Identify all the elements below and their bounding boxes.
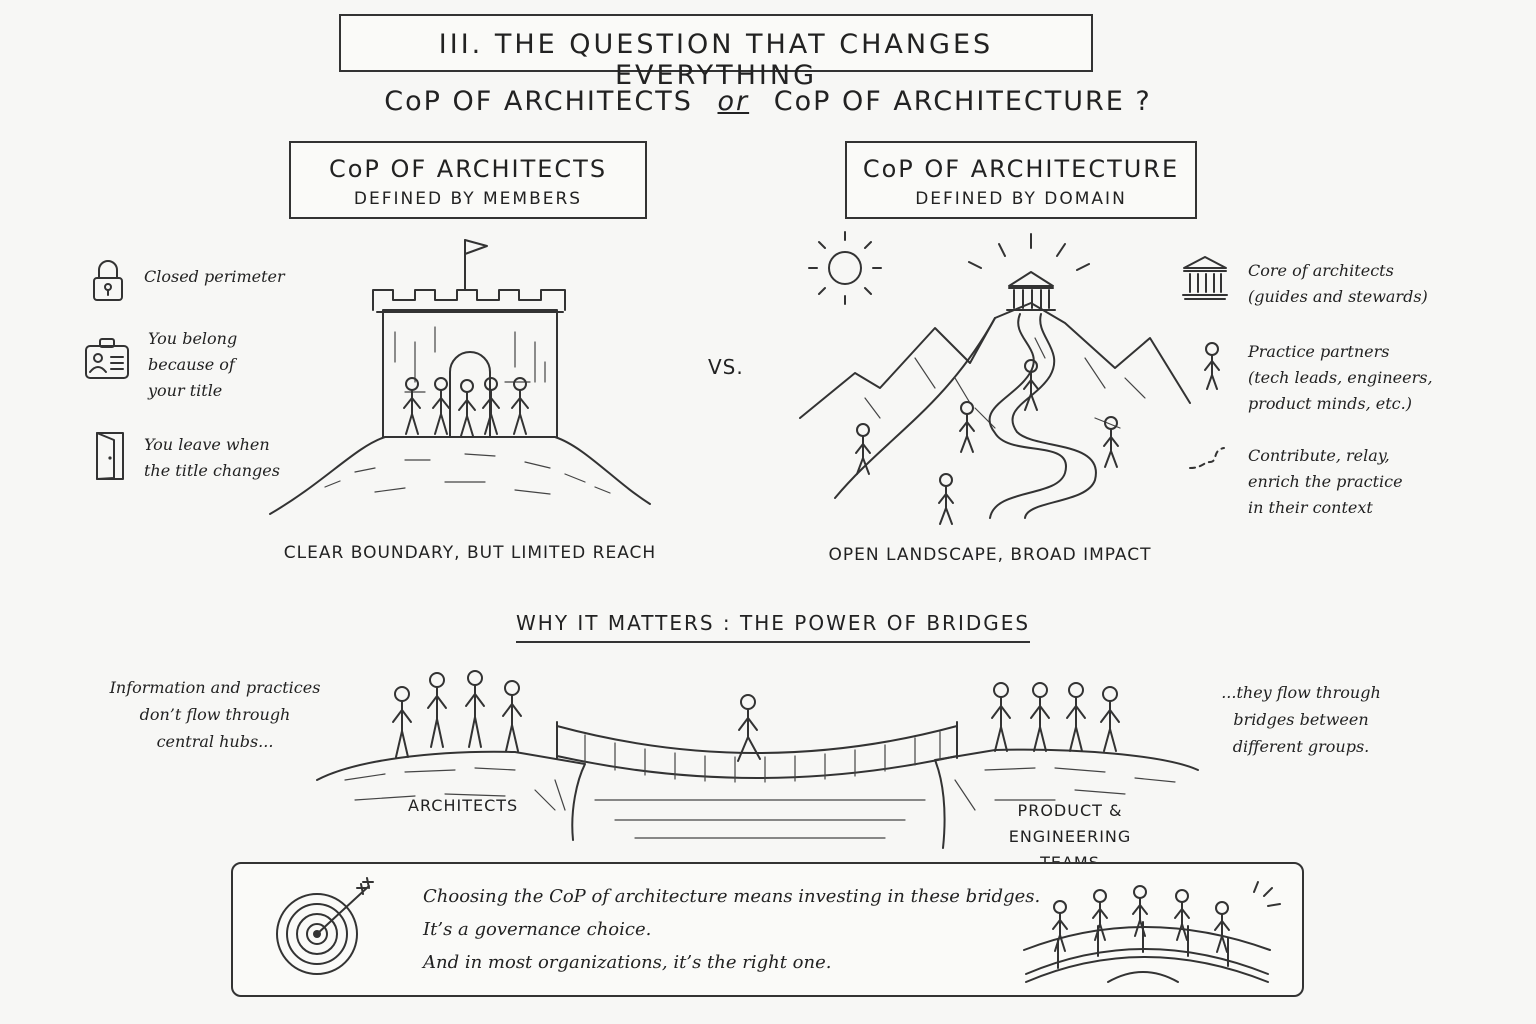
right-item-3-line-2: enrich the practice (1248, 472, 1403, 491)
bridges-left-label: ARCHITECTS (408, 796, 519, 815)
left-heading: CoP OF ARCHITECTS (328, 155, 608, 183)
right-item-2-line-3: product minds, etc.) (1248, 394, 1412, 413)
bridges-right-note-line-1: ...they flow through (1221, 683, 1381, 702)
conclusion-line-2: It’s a governance choice. (423, 919, 652, 940)
right-item-2: Practice partners (tech leads, engineers… (1248, 339, 1433, 417)
bridge-illustration (316, 670, 1199, 849)
bridges-right-note-line-2: bridges between (1233, 710, 1369, 729)
conclusion-box: Choosing the CoP of architecture means i… (231, 862, 1304, 997)
left-item-1-line-1: Closed perimeter (144, 267, 285, 286)
left-item-2-line-3: your title (148, 381, 223, 400)
right-item-1-line-1: Core of architects (1248, 261, 1394, 280)
bridges-left-note: Information and practices don’t flow thr… (100, 674, 330, 755)
right-heading: CoP OF ARCHITECTURE (862, 155, 1180, 183)
left-heading-box: CoP OF ARCHITECTS DEFINED BY MEMBERS (289, 141, 647, 219)
castle-illustration (269, 239, 651, 515)
lock-icon (93, 260, 123, 301)
left-item-2-line-1: You belong (148, 329, 238, 348)
id-badge-icon (85, 338, 129, 379)
bridges-right-note-line-3: different groups. (1232, 737, 1370, 756)
right-subheading: DEFINED BY DOMAIN (915, 189, 1127, 209)
small-bridge-illustration (1023, 881, 1281, 983)
right-caption: OPEN LANDSCAPE, BROAD IMPACT (828, 545, 1152, 565)
door-icon (96, 432, 124, 480)
conclusion-line-3: And in most organizations, it’s the righ… (423, 952, 832, 973)
right-item-1: Core of architects (guides and stewards) (1248, 258, 1428, 310)
right-item-3-line-3: in their context (1248, 498, 1373, 517)
target-icon (276, 877, 374, 975)
bridges-heading: WHY IT MATTERS : THE POWER OF BRIDGES (516, 611, 1031, 643)
right-item-2-line-1: Practice partners (1248, 342, 1390, 361)
left-item-3-line-2: the title changes (144, 461, 280, 480)
question-right: CoP OF ARCHITECTURE ? (773, 86, 1152, 117)
left-item-3-line-1: You leave when (144, 435, 270, 454)
temple-icon (1182, 256, 1228, 300)
conclusion-line-1: Choosing the CoP of architecture means i… (423, 886, 1041, 907)
title-box: III. THE QUESTION THAT CHANGES EVERYTHIN… (339, 14, 1093, 91)
right-item-3: Contribute, relay, enrich the practice i… (1248, 443, 1403, 521)
question-line: CoP OF ARCHITECTS or CoP OF ARCHITECTURE… (0, 86, 1536, 117)
right-item-3-line-1: Contribute, relay, (1248, 446, 1390, 465)
bridges-left-note-line-1: Information and practices (109, 678, 321, 697)
left-item-1: Closed perimeter (144, 264, 285, 290)
question-left: CoP OF ARCHITECTS (384, 86, 693, 117)
mountain-illustration (799, 231, 1191, 525)
right-heading-box: CoP OF ARCHITECTURE DEFINED BY DOMAIN (845, 141, 1197, 219)
right-item-1-line-2: (guides and stewards) (1248, 287, 1428, 306)
bridges-left-note-line-3: central hubs... (156, 732, 274, 751)
left-caption: CLEAR BOUNDARY, BUT LIMITED REACH (283, 543, 657, 563)
dashed-path-icon (1189, 447, 1225, 469)
person-icon (1204, 342, 1220, 390)
left-subheading: DEFINED BY MEMBERS (353, 189, 583, 209)
left-item-2-line-2: because of (148, 355, 235, 374)
conclusion-text: Choosing the CoP of architecture means i… (423, 880, 1040, 979)
vs-label: VS. (708, 355, 744, 379)
page-title: III. THE QUESTION THAT CHANGES EVERYTHIN… (438, 29, 994, 91)
bridges-right-note: ...they flow through bridges between dif… (1196, 679, 1406, 760)
bridges-right-label-line-1: PRODUCT & ENGINEERING (1008, 801, 1132, 846)
left-item-3: You leave when the title changes (144, 432, 280, 484)
right-item-2-line-2: (tech leads, engineers, (1248, 368, 1433, 387)
left-item-2: You belong because of your title (148, 326, 237, 404)
question-or: or (717, 86, 750, 117)
bridges-left-note-line-2: don’t flow through (139, 705, 291, 724)
